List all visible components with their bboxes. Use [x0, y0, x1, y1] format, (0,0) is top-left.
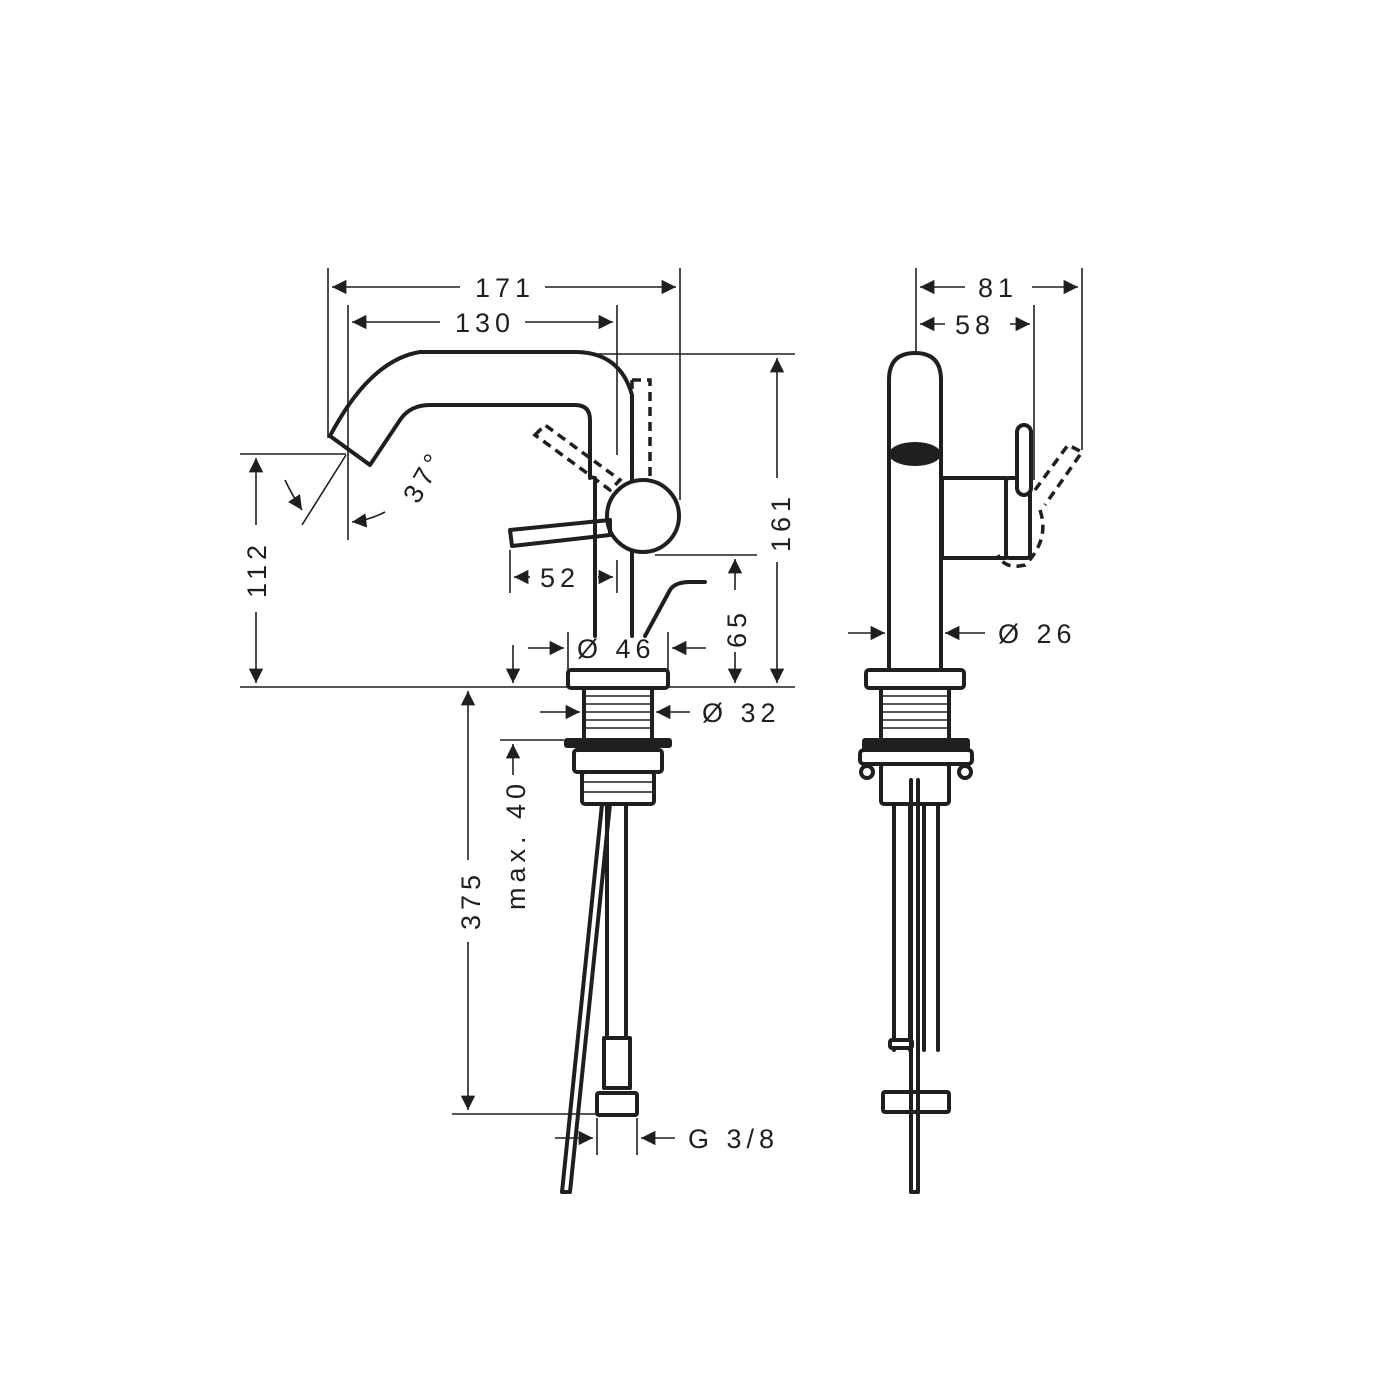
handle-dashed-angled	[532, 422, 623, 493]
handle-dashed-up	[630, 378, 652, 480]
fixing-nut	[572, 748, 664, 774]
hose-ferrule	[602, 1036, 632, 1090]
dim-spout-height: 112	[242, 540, 272, 598]
body	[593, 476, 634, 638]
dim-handle-reach: 52	[540, 563, 580, 593]
dim-overall-depth: 81	[978, 273, 1018, 303]
front-view	[858, 351, 1085, 1194]
popup-rod	[643, 580, 707, 638]
dim-max-thickness: max. 40	[501, 779, 531, 910]
fixing-plate	[564, 738, 672, 748]
dim-overall-height: 161	[766, 492, 796, 552]
dim-hose-length: 375	[456, 870, 486, 930]
front-body	[887, 351, 943, 672]
front-handle-hub	[940, 476, 1008, 560]
dim-base-diameter: Ø 46	[577, 634, 656, 664]
dim-hose-thread: G 3/8	[688, 1124, 779, 1154]
aerator	[889, 442, 941, 466]
lower-shank	[580, 770, 656, 806]
side-view	[328, 350, 707, 1194]
dim-spout-reach: 130	[455, 308, 515, 338]
dim-handle-depth: 58	[955, 310, 995, 340]
front-fixing-plate	[862, 738, 970, 750]
dim-shank-diameter: Ø 32	[702, 698, 781, 728]
front-lever	[1015, 423, 1033, 497]
front-popup-rod	[909, 778, 920, 1194]
handle-hub	[605, 478, 681, 554]
dim-overall-width: 171	[475, 273, 535, 303]
front-dimensions: 81 58 Ø 26	[848, 268, 1083, 649]
hose-angled	[560, 802, 612, 1194]
handle-lever	[508, 518, 612, 548]
front-lower-shank	[879, 762, 951, 806]
base-flange	[566, 668, 670, 690]
spout	[328, 350, 634, 482]
side-dimensions: 171 130 37° 112 161 65 52	[240, 268, 796, 1155]
front-fixing-nut	[858, 748, 974, 766]
hose-nut	[595, 1091, 639, 1117]
front-base-flange	[864, 668, 966, 690]
dim-handle-height: 65	[722, 608, 752, 648]
hose-straight	[605, 802, 628, 1042]
front-lever-dashed	[996, 442, 1085, 568]
dim-spout-angle: 37°	[397, 445, 451, 508]
dim-body-diameter: Ø 26	[998, 619, 1077, 649]
